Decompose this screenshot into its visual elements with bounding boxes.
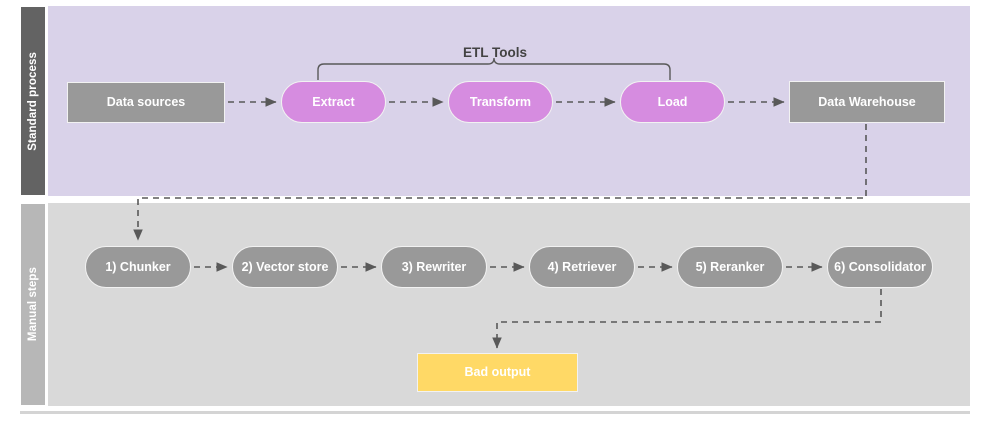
node-chunker[interactable]: 1) Chunker xyxy=(85,246,191,288)
lane-label-manual-steps-text: Manual steps xyxy=(27,267,39,342)
node-rewriter[interactable]: 3) Rewriter xyxy=(381,246,487,288)
node-retriever[interactable]: 4) Retriever xyxy=(529,246,635,288)
lane-label-manual-steps: Manual steps xyxy=(20,203,46,406)
lane-label-standard-process-text: Standard process xyxy=(27,51,39,151)
node-extract[interactable]: Extract xyxy=(281,81,386,123)
node-load[interactable]: Load xyxy=(620,81,725,123)
node-consolidator[interactable]: 6) Consolidator xyxy=(827,246,933,288)
node-bad-output[interactable]: Bad output xyxy=(417,353,578,392)
node-transform[interactable]: Transform xyxy=(448,81,553,123)
lane-label-standard-process: Standard process xyxy=(20,6,46,196)
bottom-divider xyxy=(20,411,970,414)
etl-tools-label: ETL Tools xyxy=(463,45,527,60)
node-data-sources[interactable]: Data sources xyxy=(67,82,225,123)
node-vector-store[interactable]: 2) Vector store xyxy=(232,246,338,288)
node-reranker[interactable]: 5) Reranker xyxy=(677,246,783,288)
node-data-warehouse[interactable]: Data Warehouse xyxy=(789,81,945,123)
